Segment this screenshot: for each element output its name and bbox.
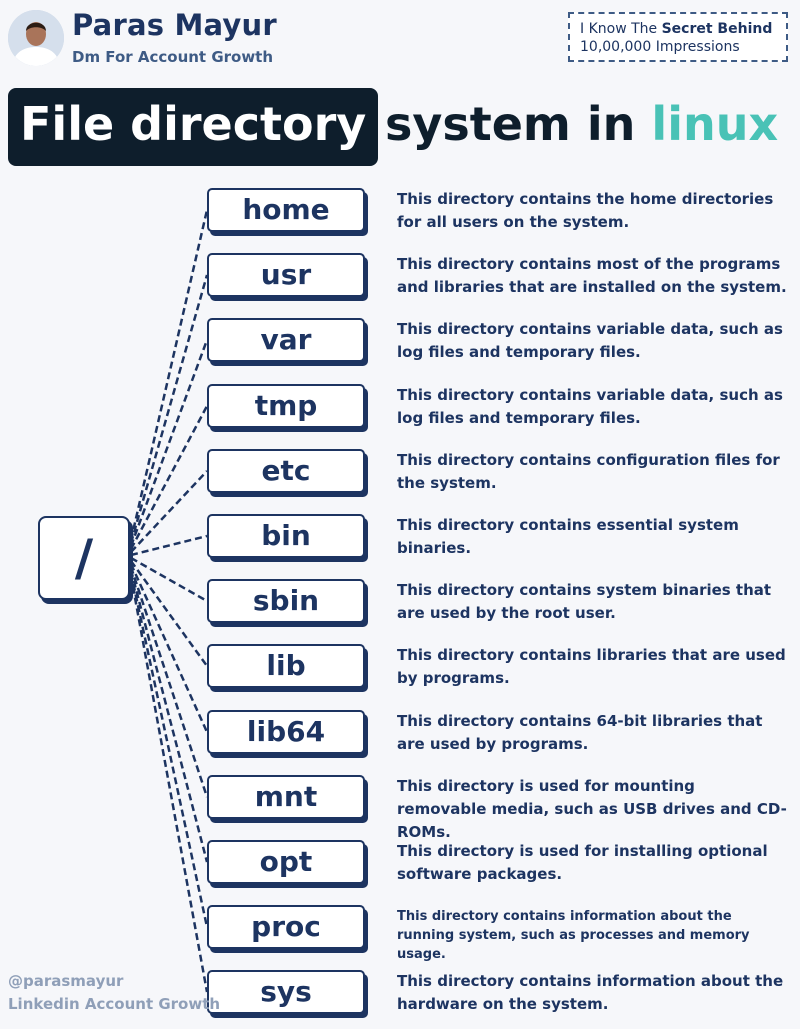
directory-box-home: home [207, 188, 365, 232]
connector-line-etc [130, 470, 208, 553]
directory-description-sys: This directory contains information abou… [397, 972, 784, 1013]
directory-box-var: var [207, 318, 365, 362]
footer-subtitle: Linkedin Account Growth [8, 995, 221, 1013]
directory-description-home: This directory contains the home directo… [397, 190, 774, 231]
directory-box-proc: proc [207, 905, 365, 949]
directory-description-lib: This directory contains libraries that a… [397, 646, 786, 687]
connector-line-lib64 [129, 563, 209, 733]
promo-bold: Secret Behind [661, 21, 773, 37]
avatar [8, 10, 64, 66]
promo-badge: I Know The Secret Behind 10,00,000 Impre… [568, 12, 788, 62]
connector-line-bin [130, 534, 208, 557]
directory-box-sys: sys [207, 970, 365, 1014]
promo-line-1: I Know The Secret Behind [580, 20, 786, 38]
title-accent: linux [651, 97, 779, 151]
directory-description-proc: This directory contains information abou… [397, 909, 750, 962]
directory-box-lib: lib [207, 644, 365, 688]
directory-box-usr: usr [207, 253, 365, 297]
directory-box-bin: bin [207, 514, 365, 558]
connector-line-usr [129, 274, 209, 544]
directory-description-lib64: This directory contains 64-bit libraries… [397, 712, 763, 753]
directory-description-tmp: This directory contains variable data, s… [397, 386, 783, 427]
title-highlight-box: File directory [8, 88, 378, 166]
directory-description-var: This directory contains variable data, s… [397, 320, 783, 361]
connector-line-proc [129, 572, 209, 928]
footer-handle: @parasmayur [8, 972, 124, 990]
directory-box-opt: opt [207, 840, 365, 884]
title-rest: system in linux [385, 97, 778, 151]
directory-description-opt: This directory is used for installing op… [397, 842, 768, 883]
directory-box-lib64: lib64 [207, 710, 365, 754]
directory-box-etc: etc [207, 449, 365, 493]
author-subtitle: Dm For Account Growth [72, 48, 274, 66]
author-name: Paras Mayur [72, 8, 277, 42]
title-highlight: File directory [20, 97, 367, 151]
connector-line-mnt [129, 566, 209, 798]
directory-description-mnt: This directory is used for mounting remo… [397, 777, 787, 841]
promo-prefix: I Know The [580, 21, 662, 37]
root-directory-box: / [38, 516, 130, 600]
directory-box-mnt: mnt [207, 775, 365, 819]
directory-description-bin: This directory contains essential system… [397, 516, 739, 557]
directory-description-etc: This directory contains configuration fi… [397, 451, 780, 492]
title-middle: system in [385, 97, 652, 151]
directory-description-usr: This directory contains most of the prog… [397, 255, 787, 296]
connector-line-var [129, 339, 209, 547]
connector-line-home [129, 209, 209, 541]
connector-line-sbin [130, 556, 208, 603]
directory-box-sbin: sbin [207, 579, 365, 623]
directory-description-sbin: This directory contains system binaries … [397, 581, 772, 622]
connector-line-opt [129, 569, 209, 863]
promo-line-2: 10,00,000 Impressions [580, 39, 740, 55]
directory-box-tmp: tmp [207, 384, 365, 428]
connector-line-tmp [129, 405, 209, 550]
connector-line-sys [129, 575, 209, 993]
person-avatar-icon [8, 10, 64, 66]
